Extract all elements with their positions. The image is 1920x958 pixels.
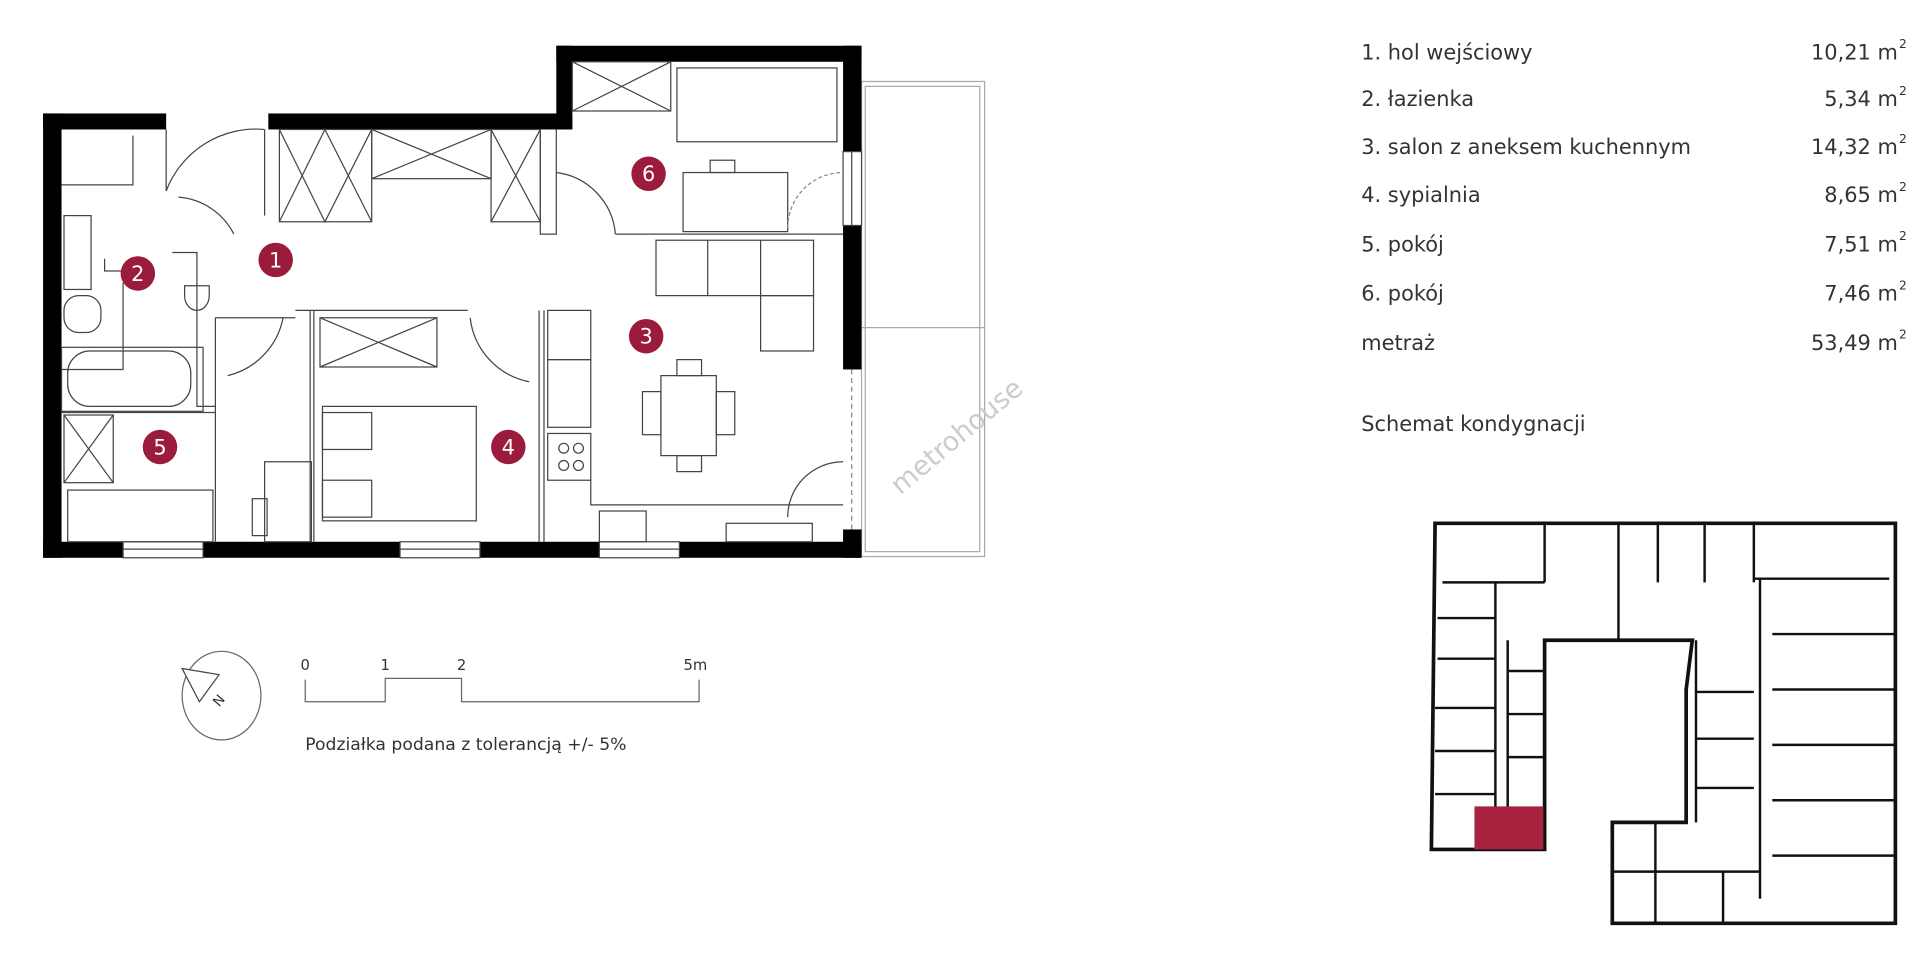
svg-text:5,34 m: 5,34 m bbox=[1824, 87, 1898, 111]
windows bbox=[122, 151, 863, 559]
scale-bar: 0 1 2 5m Podziałka podana z tolerancją +… bbox=[301, 657, 708, 755]
interior-partitions bbox=[60, 61, 844, 543]
svg-text:1: 1 bbox=[381, 657, 390, 674]
svg-text:0: 0 bbox=[301, 657, 310, 674]
room-marker-3[interactable]: 3 bbox=[628, 319, 664, 354]
svg-text:2: 2 bbox=[1899, 84, 1907, 98]
svg-text:1: 1 bbox=[269, 248, 282, 272]
svg-text:N: N bbox=[210, 692, 229, 710]
svg-text:2. łazienka: 2. łazienka bbox=[1361, 87, 1474, 111]
svg-text:14,32 m: 14,32 m bbox=[1811, 135, 1898, 159]
svg-text:7,51 m: 7,51 m bbox=[1824, 232, 1898, 256]
svg-text:3: 3 bbox=[639, 325, 652, 349]
svg-text:2: 2 bbox=[1899, 37, 1907, 51]
svg-text:4: 4 bbox=[502, 435, 515, 459]
svg-text:5. pokój: 5. pokój bbox=[1361, 232, 1444, 256]
svg-text:2: 2 bbox=[131, 262, 144, 286]
floor-scheme-title: Schemat kondygnacji bbox=[1361, 412, 1585, 436]
svg-text:10,21 m: 10,21 m bbox=[1811, 40, 1898, 64]
svg-text:metraż: metraż bbox=[1361, 331, 1435, 355]
room-marker-5[interactable]: 5 bbox=[142, 429, 178, 465]
watermark: metrohouse bbox=[885, 373, 1029, 501]
room-marker-4[interactable]: 4 bbox=[491, 429, 526, 465]
apartment-plan: 1 2 3 4 5 6 metrohouse bbox=[43, 45, 1029, 559]
svg-text:2: 2 bbox=[1899, 229, 1907, 243]
svg-text:6. pokój: 6. pokój bbox=[1361, 282, 1444, 306]
svg-text:6: 6 bbox=[642, 162, 655, 186]
svg-text:8,65 m: 8,65 m bbox=[1824, 183, 1898, 207]
room-markers: 1 2 3 4 5 6 bbox=[120, 156, 666, 465]
selected-apartment-highlight[interactable] bbox=[1474, 806, 1544, 850]
svg-text:1. hol wejściowy: 1. hol wejściowy bbox=[1361, 40, 1532, 64]
room-marker-2[interactable]: 2 bbox=[120, 256, 156, 291]
svg-text:2: 2 bbox=[1899, 278, 1907, 292]
svg-text:5: 5 bbox=[153, 435, 166, 459]
svg-text:3. salon z aneksem kuchennym: 3. salon z aneksem kuchennym bbox=[1361, 135, 1691, 159]
room-marker-6[interactable]: 6 bbox=[631, 156, 666, 191]
svg-text:2: 2 bbox=[1899, 180, 1907, 194]
svg-text:2: 2 bbox=[457, 657, 466, 674]
svg-text:53,49 m: 53,49 m bbox=[1811, 331, 1898, 355]
svg-text:5m: 5m bbox=[684, 657, 708, 674]
compass: N bbox=[181, 650, 262, 741]
room-marker-1[interactable]: 1 bbox=[258, 242, 293, 278]
svg-text:7,46 m: 7,46 m bbox=[1824, 282, 1898, 306]
floor-scheme bbox=[1429, 521, 1898, 926]
svg-text:4. sypialnia: 4. sypialnia bbox=[1361, 183, 1480, 207]
exterior-walls bbox=[43, 45, 862, 558]
svg-text:2: 2 bbox=[1899, 132, 1907, 146]
svg-text:2: 2 bbox=[1899, 328, 1907, 342]
scale-tolerance-note: Podziałka podana z tolerancją +/- 5% bbox=[305, 735, 626, 755]
